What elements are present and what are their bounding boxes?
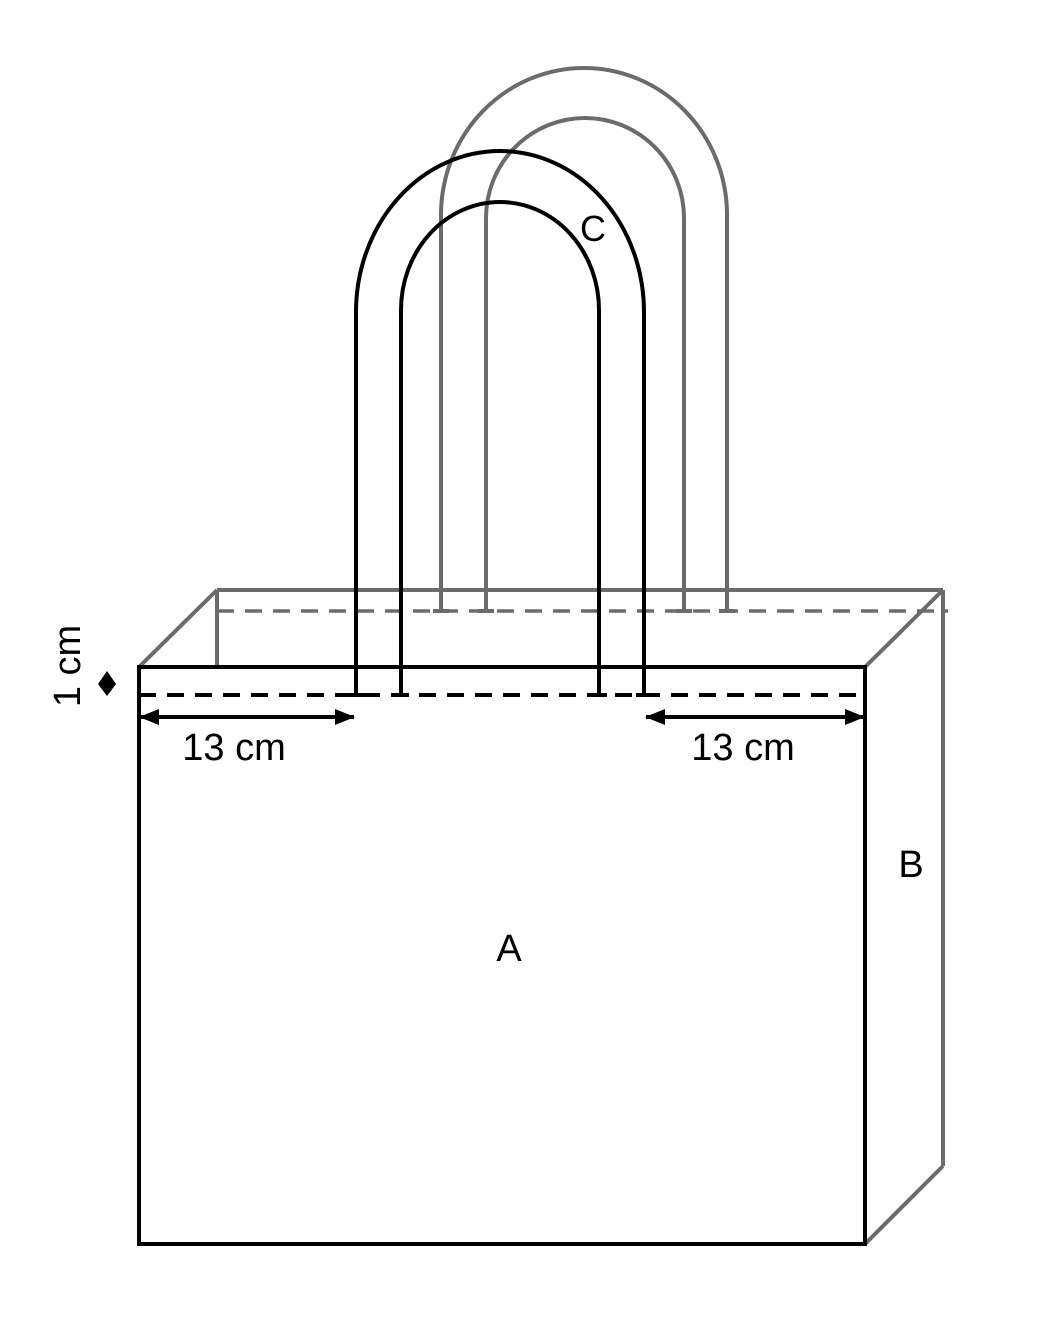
label-front-panel-a: A — [496, 928, 522, 970]
label-side-panel-b: B — [898, 844, 923, 886]
label-top-margin: 1 cm — [47, 625, 89, 707]
front-handle — [348, 149, 652, 697]
bag-back-outline — [137, 588, 945, 1246]
label-handle-c: C — [580, 208, 606, 249]
label-left-offset: 13 cm — [182, 727, 285, 769]
bag-front-panel — [137, 665, 867, 1246]
label-right-offset: 13 cm — [691, 727, 794, 769]
top-margin-marker — [98, 671, 116, 696]
back-handle — [433, 66, 735, 613]
